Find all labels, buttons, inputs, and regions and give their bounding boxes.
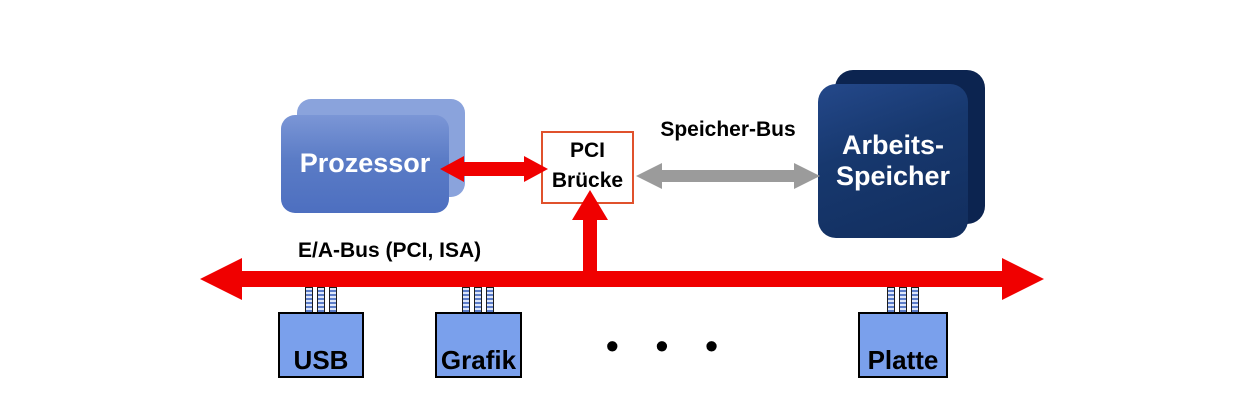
- prozessor-node-front-face: Prozessor: [281, 115, 449, 213]
- arbeitsspeicher-label-line2: Speicher: [835, 161, 951, 191]
- device-grafik: Grafik: [435, 312, 522, 378]
- prozessor-label: Prozessor: [299, 148, 431, 179]
- prozessor-bridge-double-arrow-icon: [440, 156, 548, 182]
- device-platte-label: Platte: [867, 345, 939, 375]
- prozessor-node: Prozessor: [281, 99, 465, 213]
- pci-bridge-label-line1: PCI: [569, 139, 605, 162]
- arbeitsspeicher-label-line1: Arbeits-: [841, 129, 944, 160]
- usb-connector-pins-icon: [305, 287, 337, 314]
- arbeitsspeicher-node-front-face: Arbeits- Speicher: [818, 84, 968, 238]
- arbeitsspeicher-node: Arbeits- Speicher: [818, 70, 985, 240]
- more-devices-ellipsis: • • •: [606, 325, 727, 366]
- device-platte: Platte: [858, 312, 948, 378]
- device-usb: USB: [278, 312, 364, 378]
- device-usb-label: USB: [293, 345, 349, 375]
- device-grafik-label: Grafik: [440, 345, 517, 375]
- speicher-bus-double-arrow-icon: [636, 163, 820, 189]
- pci-bridge-label-line2: Brücke: [551, 169, 624, 193]
- speicher-bus-label: Speicher-Bus: [660, 118, 796, 141]
- grafik-connector-pins-icon: [462, 287, 494, 314]
- pci-bridge-node: PCI Brücke: [541, 131, 634, 204]
- ea-bus-double-arrow-icon: [200, 258, 1044, 300]
- bridge-ea-bus-up-arrow-icon: [572, 190, 608, 286]
- ea-bus-label: E/A-Bus (PCI, ISA): [298, 239, 482, 262]
